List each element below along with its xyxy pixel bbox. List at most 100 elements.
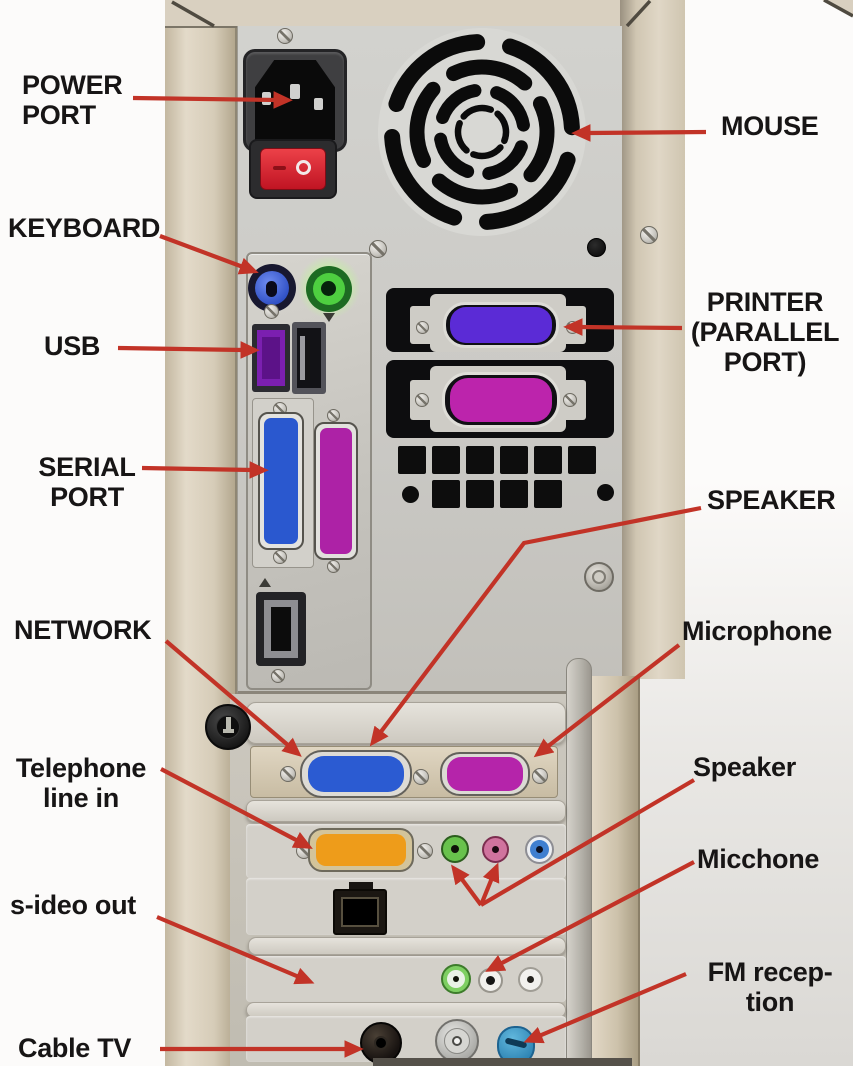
serial-screw-bottom [273, 550, 287, 564]
db25h-magenta-port [450, 378, 552, 422]
vent-square [398, 446, 426, 474]
switch-on-mark [296, 160, 311, 175]
arrow-microphone [533, 643, 681, 758]
parallel-port-purple [450, 307, 552, 343]
arrow-speaker-lower-branch-green [451, 864, 483, 907]
label-mouse: MOUSE [721, 111, 819, 141]
case-bottom-shadow [373, 1058, 632, 1066]
arrow-power-port [132, 91, 293, 109]
power-pin-right [314, 98, 323, 110]
fan-ring-inner [433, 83, 531, 181]
arrow-speaker-lower [479, 778, 696, 907]
screw-right-wall [640, 226, 658, 244]
corner-bevel-topright [823, 0, 853, 18]
bracket-screw-3 [532, 768, 548, 784]
vent-square [500, 480, 528, 508]
db25h-screw-right [563, 393, 577, 407]
label-cable-tv: Cable TV [18, 1033, 132, 1063]
screw-mid-left [369, 240, 387, 258]
arrow-s-video-out [156, 915, 315, 985]
usb-port-1-slot [262, 337, 280, 379]
case-right-panel [620, 0, 685, 679]
usb-port-2-tongue [300, 336, 305, 380]
fan-ring-outer [384, 34, 580, 230]
label-micchone: Micchone [697, 844, 820, 874]
orange-screw-right [417, 843, 433, 859]
label-printer-parallel: PRINTER (PARALLEL PORT) [690, 287, 840, 377]
slot-cover-blank-3 [248, 937, 566, 955]
case-inner-pillar [566, 658, 592, 1066]
label-speaker-lower: Speaker [693, 752, 796, 782]
vent-hole-right [597, 484, 614, 501]
network-port-slot [271, 607, 291, 651]
video-jack-white [518, 967, 543, 992]
label-usb: USB [44, 331, 101, 361]
slot-cover-blank-1 [246, 702, 566, 744]
ps2-mouse-core [321, 281, 336, 296]
case-lock-keyhole [226, 717, 231, 732]
mouse-port-mark [323, 313, 335, 322]
bracket-screw-2 [413, 769, 429, 785]
thumbscrew-ring [592, 570, 606, 584]
case-bevel-right [625, 0, 652, 28]
video-jack-green-core [453, 976, 459, 982]
vent-square [432, 480, 460, 508]
arrow-speaker-lower-branch-pink [479, 862, 500, 906]
bolt-dark [587, 238, 606, 257]
audio-jack-pink-core [492, 846, 499, 853]
slot-cover-blank-2 [246, 800, 566, 822]
label-fm-reception: FM recep- tion [707, 957, 833, 1017]
audio-jack-pink [482, 836, 509, 863]
cable-tv-connector-core [374, 1036, 388, 1050]
vent-square [534, 446, 562, 474]
video-jack-black-core [486, 976, 495, 985]
power-pin-middle [290, 84, 300, 99]
case-left-panel [165, 0, 237, 1066]
network-port-mark [259, 578, 271, 587]
case-right-lower-strip [592, 676, 640, 1066]
label-microphone: Microphone [682, 616, 832, 646]
arrow-fm-reception [523, 972, 687, 1044]
label-telephone-line-in: Telephone line in [15, 753, 147, 813]
arrow-keyboard [159, 234, 259, 275]
telephone-dsub-orange [316, 834, 406, 866]
ethernet-tab [349, 882, 373, 893]
db25v-magenta-port [320, 428, 352, 554]
fan-hub-ring [454, 104, 510, 160]
vent-hole-left [402, 486, 419, 503]
label-serial-port: SERIAL PORT [38, 452, 136, 512]
screw-top [277, 28, 293, 44]
db25v-magenta-screw-bottom [327, 560, 340, 573]
fan-plate [378, 28, 586, 236]
case-bevel-left [171, 0, 215, 28]
parallel-screw-left [416, 321, 429, 334]
arrow-network [164, 639, 302, 757]
serial-port-blue [264, 418, 298, 544]
vent-square [466, 446, 494, 474]
label-network: NETWORK [14, 615, 152, 645]
arrow-speaker-upper [369, 505, 702, 747]
bnc-connector-core [452, 1036, 462, 1046]
vent-square [534, 480, 562, 508]
vent-square [466, 480, 494, 508]
label-s-video-out: s-ideo out [10, 890, 136, 920]
ps2-keyboard-core [266, 281, 277, 297]
arrow-usb [117, 341, 260, 359]
speaker-dsub-blue [308, 756, 404, 792]
bracket-screw-1 [280, 766, 296, 782]
ethernet-port-inner [341, 897, 379, 927]
audio-jack-blue-core [536, 846, 543, 853]
arrow-micchone [485, 860, 695, 972]
db25h-screw-left [415, 393, 429, 407]
label-keyboard: KEYBOARD [8, 213, 161, 243]
db25v-magenta-screw-top [327, 409, 340, 422]
arrow-telephone-line-in [160, 767, 313, 849]
label-speaker-upper: SPEAKER [707, 485, 836, 515]
label-power-port: POWER PORT [22, 70, 123, 130]
vent-square [568, 446, 596, 474]
arrow-printer [563, 318, 683, 336]
case-lock-keyhole-bar [223, 729, 234, 733]
network-screw [271, 669, 285, 683]
